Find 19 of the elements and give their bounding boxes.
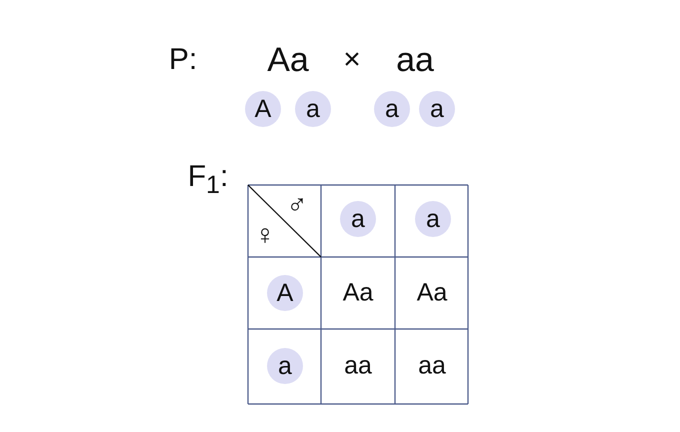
- genotype: aa: [418, 354, 446, 378]
- generation-label: P:: [168, 45, 198, 75]
- genotype: aa: [396, 43, 434, 77]
- gamete-circle: a: [340, 201, 376, 237]
- genotype: Aa: [342, 280, 374, 306]
- gamete-circle: a: [415, 201, 451, 237]
- gamete-circle: A: [267, 275, 303, 311]
- male-symbol: ♂: [286, 191, 308, 219]
- gamete-circle: a: [295, 91, 331, 127]
- cross-sign: ×: [343, 45, 361, 75]
- genotype: aa: [344, 354, 372, 378]
- generation-label: F$_{1}$:: [188, 162, 228, 198]
- gamete-circle: a: [267, 348, 303, 384]
- female-symbol: ♀: [254, 221, 276, 249]
- gamete-circle: a: [419, 91, 455, 127]
- gamete-circle: A: [245, 91, 281, 127]
- gamete-circle: a: [374, 91, 410, 127]
- genotype: Aa: [416, 280, 448, 306]
- genotype: Aa: [267, 43, 309, 77]
